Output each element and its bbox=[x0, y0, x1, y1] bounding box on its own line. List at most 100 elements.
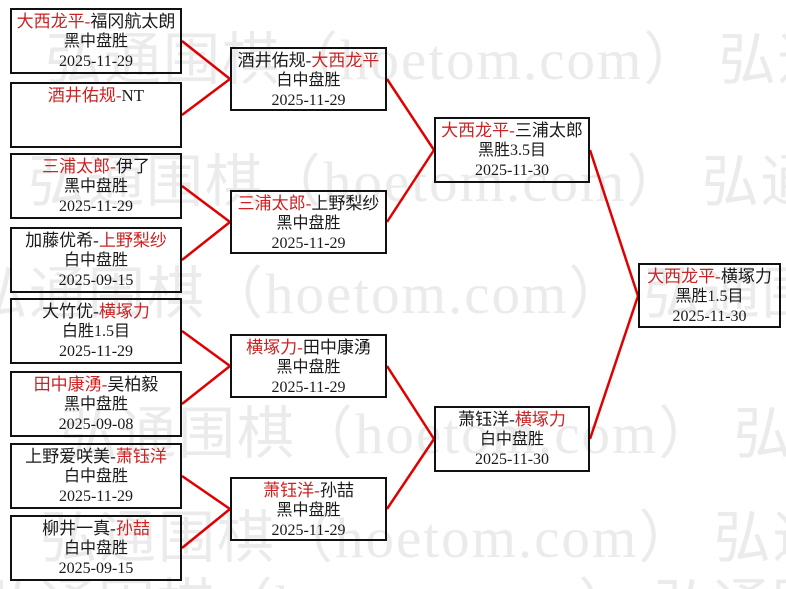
player2-name: 横塚力 bbox=[514, 410, 566, 429]
match-date: 2025-11-30 bbox=[474, 162, 550, 179]
bracket-connector bbox=[385, 78, 436, 151]
bracket-connector bbox=[181, 365, 231, 405]
match-date: 2025-11-29 bbox=[271, 235, 346, 252]
players-dash: - bbox=[715, 267, 721, 286]
match-box-r1-6: 田中康湧-吴柏毅 黑中盘胜 2025-09-08 bbox=[10, 371, 182, 437]
players-dash: - bbox=[509, 121, 515, 140]
match-result: 黑中盘胜 bbox=[276, 215, 341, 232]
match-players: 大西龙平-横塚力 bbox=[640, 267, 779, 287]
bracket-connector bbox=[181, 78, 231, 116]
match-box-sf-2: 萧钰洋-横塚力 白中盘胜 2025-11-30 bbox=[434, 406, 590, 472]
match-date: 2025-11-29 bbox=[58, 53, 134, 70]
match-date: 2025-09-15 bbox=[58, 560, 134, 577]
match-players: 柳井一真-孙喆 bbox=[12, 519, 180, 539]
match-date: 2025-11-30 bbox=[672, 308, 747, 325]
bracket-connector bbox=[181, 508, 231, 549]
match-players: 加藤优希-上野梨纱 bbox=[12, 231, 180, 251]
watermark-text: 弘通围棋（hoetom.com） 弘通围棋（hoetom.com） 弘通围棋 bbox=[0, 560, 786, 589]
player1-name: 酒井佑规 bbox=[47, 86, 116, 105]
watermark-text: 弘通围棋（hoetom.com） 弘通围棋（hoetom.com） 弘通围棋 bbox=[45, 29, 786, 92]
match-players: 萧钰洋-孙喆 bbox=[232, 481, 385, 501]
match-players: 三浦太郎-伊了 bbox=[12, 157, 180, 177]
player2-name: 福冈航太朗 bbox=[90, 12, 176, 31]
match-players: 上野爱咲美-萧钰洋 bbox=[12, 447, 180, 467]
players-dash: - bbox=[110, 519, 116, 538]
player2-name: 萧钰洋 bbox=[115, 447, 167, 466]
player1-name: 田中康湧 bbox=[33, 375, 102, 394]
player1-name: 横塚力 bbox=[246, 338, 298, 357]
players-dash: - bbox=[84, 12, 91, 31]
match-date: 2025-11-29 bbox=[271, 522, 346, 539]
player2-name: 上野梨纱 bbox=[311, 194, 380, 213]
match-box-r1-1: 大西龙平-福冈航太朗 黑中盘胜 2025-11-29 bbox=[10, 8, 182, 74]
player1-name: 三浦太郎 bbox=[42, 157, 111, 176]
players-dash: - bbox=[509, 410, 515, 429]
match-box-r2-2: 三浦太郎-上野梨纱 黑中盘胜 2025-11-29 bbox=[230, 190, 387, 254]
bracket-connector bbox=[181, 40, 231, 80]
match-result: 白中盘胜 bbox=[63, 252, 128, 269]
match-result: 黑中盘胜 bbox=[63, 178, 128, 195]
player2-name: NT bbox=[121, 86, 145, 105]
player1-name: 大西龙平 bbox=[16, 12, 85, 31]
bracket-connector bbox=[181, 185, 231, 223]
player1-name: 萧钰洋 bbox=[458, 410, 510, 429]
players-dash: - bbox=[93, 231, 99, 250]
bracket-connector bbox=[588, 295, 640, 440]
players-dash: - bbox=[314, 481, 320, 500]
match-box-r1-3: 三浦太郎-伊了 黑中盘胜 2025-11-29 bbox=[10, 153, 182, 219]
match-result: 黑胜3.5目 bbox=[477, 142, 546, 159]
players-dash: - bbox=[115, 86, 122, 105]
match-box-r1-5: 大竹优-横塚力 白胜1.5目 2025-11-29 bbox=[10, 298, 182, 364]
player2-name: 吴柏毅 bbox=[107, 375, 159, 394]
bracket-connector bbox=[385, 149, 436, 223]
match-box-r1-4: 加藤优希-上野梨纱 白中盘胜 2025-09-15 bbox=[10, 227, 182, 293]
match-date: 2025-11-30 bbox=[474, 451, 550, 468]
match-box-r1-2: 酒井佑规-NT bbox=[10, 82, 182, 148]
match-date: 2025-11-29 bbox=[58, 488, 134, 505]
bracket-connector bbox=[588, 149, 640, 297]
match-box-final: 大西龙平-横塚力 黑胜1.5目 2025-11-30 bbox=[638, 263, 781, 328]
match-date: 2025-09-08 bbox=[58, 416, 134, 433]
player2-name: 上野梨纱 bbox=[98, 231, 167, 250]
bracket-connector bbox=[181, 474, 231, 511]
watermark-text: 弘通围棋（hoetom.com） 弘通围棋（hoetom.com） 弘通围棋 bbox=[40, 507, 786, 570]
watermark-text: 弘通围棋（hoetom.com） 弘通围棋（hoetom.com） 弘通围棋 bbox=[0, 263, 786, 326]
player1-name: 三浦太郎 bbox=[237, 194, 306, 213]
match-box-sf-1: 大西龙平-三浦太郎 黑胜3.5目 2025-11-30 bbox=[434, 117, 590, 183]
player2-name: 三浦太郎 bbox=[514, 121, 583, 140]
player1-name: 酒井佑规 bbox=[237, 51, 306, 70]
match-result: 白中盘胜 bbox=[63, 468, 128, 485]
player2-name: 伊了 bbox=[115, 157, 150, 176]
match-result: 白胜1.5目 bbox=[61, 323, 130, 340]
players-dash: - bbox=[110, 447, 116, 466]
match-date: 2025-11-29 bbox=[271, 92, 346, 109]
player2-name: 大西龙平 bbox=[311, 51, 380, 70]
player1-name: 柳井一真 bbox=[42, 519, 111, 538]
player2-name: 田中康湧 bbox=[302, 338, 371, 357]
player2-name: 横塚力 bbox=[98, 302, 150, 321]
players-dash: - bbox=[93, 302, 99, 321]
match-date: 2025-11-29 bbox=[58, 198, 134, 215]
match-players: 萧钰洋-横塚力 bbox=[436, 410, 588, 430]
match-box-r2-3: 横塚力-田中康湧 黑中盘胜 2025-11-29 bbox=[230, 334, 387, 398]
bracket-connector bbox=[181, 221, 231, 261]
player2-name: 孙喆 bbox=[319, 481, 354, 500]
match-result: 黑中盘胜 bbox=[276, 359, 341, 376]
match-date: 2025-11-29 bbox=[58, 343, 134, 360]
match-box-r2-4: 萧钰洋-孙喆 黑中盘胜 2025-11-29 bbox=[230, 477, 387, 541]
match-result: 黑中盘胜 bbox=[276, 502, 341, 519]
match-players: 大西龙平-三浦太郎 bbox=[436, 121, 588, 141]
bracket-connector bbox=[385, 365, 436, 440]
match-box-r2-1: 酒井佑规-大西龙平 白中盘胜 2025-11-29 bbox=[230, 47, 387, 111]
match-date: 2025-11-29 bbox=[271, 379, 346, 396]
players-dash: - bbox=[297, 338, 303, 357]
match-result: 白中盘胜 bbox=[63, 540, 128, 557]
match-players: 大竹优-横塚力 bbox=[12, 302, 180, 322]
match-players: 酒井佑规-大西龙平 bbox=[232, 51, 385, 71]
match-date: 2025-09-15 bbox=[58, 272, 134, 289]
players-dash: - bbox=[305, 194, 312, 213]
match-players: 大西龙平-福冈航太朗 bbox=[12, 12, 180, 32]
player1-name: 上野爱咲美 bbox=[25, 447, 111, 466]
